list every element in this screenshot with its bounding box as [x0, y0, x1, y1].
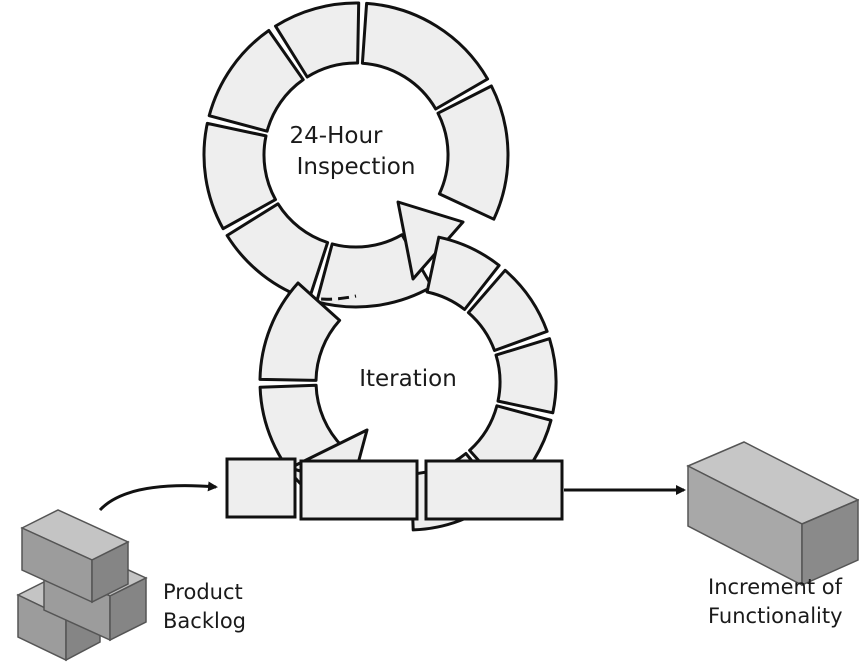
increment-label-line1: Increment of [708, 575, 843, 599]
inspection-cycle-segment [274, 1, 361, 79]
inspection-cycle-segment [202, 121, 277, 231]
sprint-base-blocks [225, 457, 564, 521]
iteration-label: Iteration [359, 366, 457, 392]
inspection-label-line2: Inspection [297, 154, 416, 180]
inspection-cycle-segment [436, 84, 510, 221]
inspection-cycle-segment [360, 1, 490, 111]
base-block [225, 457, 297, 519]
increment-box-icon [686, 441, 859, 587]
iteration-cycle-segment [494, 337, 558, 415]
inspection-cycle-ring [202, 1, 510, 309]
inspection-cycle-segment [207, 29, 305, 133]
iteration-cycle-segment [425, 235, 501, 311]
product-backlog-label-line2: Backlog [163, 609, 246, 633]
product-backlog-bricks-icon [16, 509, 148, 662]
iteration-cycle-segment [258, 281, 342, 382]
base-block [424, 459, 564, 521]
backlog-input-arrow [98, 481, 218, 512]
iteration-cycle-segment [466, 268, 549, 352]
product-backlog-label-line1: Product [163, 580, 243, 604]
increment-label-line2: Functionality [708, 604, 843, 628]
inspection-cycle-segment [225, 202, 330, 302]
base-block [299, 459, 419, 521]
inspection-label-line1: 24-Hour [290, 123, 384, 149]
